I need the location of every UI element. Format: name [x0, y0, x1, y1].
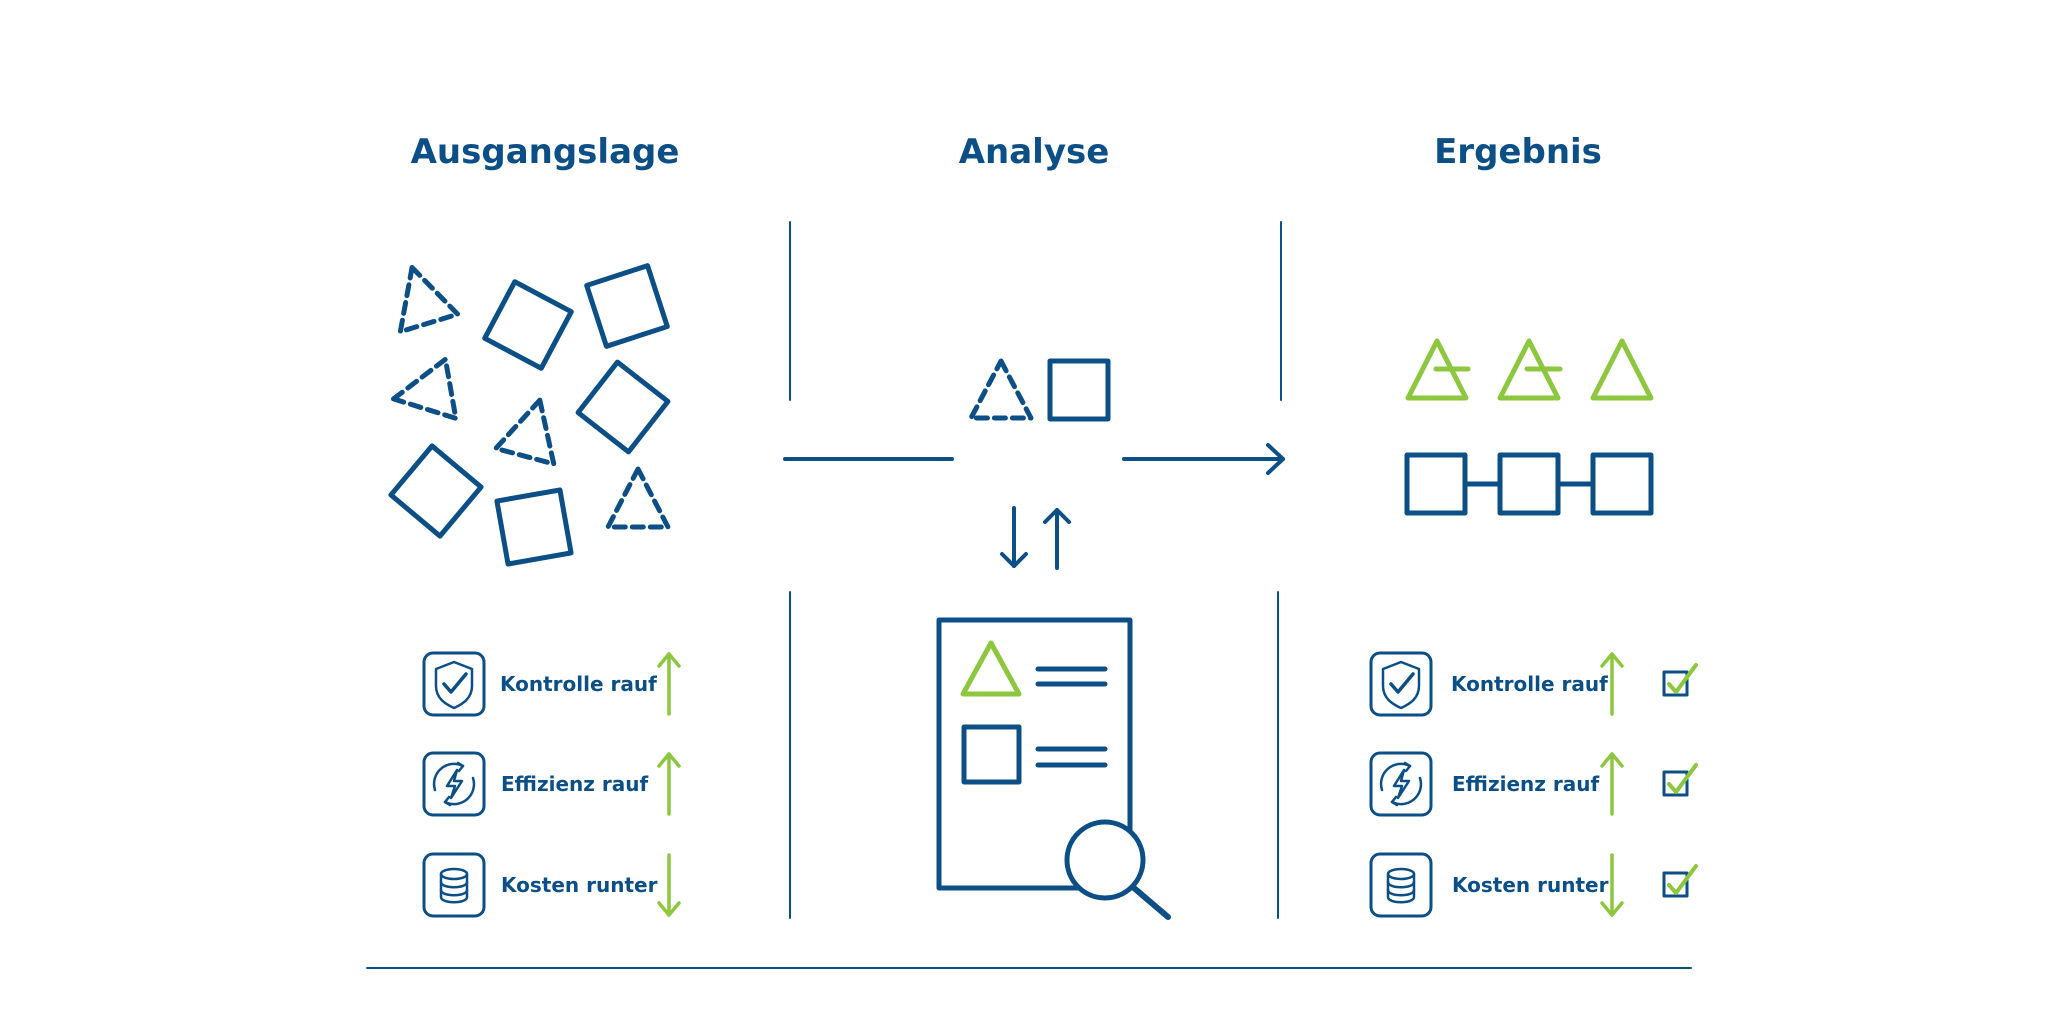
dashed-triangle-shape [397, 264, 461, 335]
heading-analyse: Analyse [958, 132, 1110, 172]
square-shape [584, 263, 670, 349]
square-shape [388, 443, 484, 539]
heading-ausgangslage: Ausgangslage [410, 132, 680, 172]
dashed-triangle-shape [493, 397, 557, 467]
square-shape [494, 487, 574, 567]
trend-down-arrow-icon [657, 853, 681, 917]
trend-up-arrow-icon [1600, 752, 1624, 816]
ordered-squares [1404, 452, 1654, 516]
heading-ergebnis: Ergebnis [1434, 132, 1602, 172]
metric-label-kosten-right: Kosten runter [1452, 873, 1609, 897]
column-dividers [789, 221, 1282, 919]
metric-label-kontrolle-left: Kontrolle rauf [500, 672, 657, 696]
trend-down-arrow-icon [1600, 853, 1624, 917]
metric-label-kontrolle-right: Kontrolle rauf [1451, 672, 1608, 696]
scattered-shapes [388, 263, 671, 567]
trend-up-arrow-icon [657, 752, 681, 816]
dashed-triangle-shape [605, 466, 671, 530]
metric-label-kosten-left: Kosten runter [501, 873, 658, 897]
shield-check-icon [1369, 651, 1433, 717]
square-shape [1047, 358, 1111, 422]
metric-label-effizienz-right: Effizienz rauf [1452, 772, 1600, 796]
shield-check-icon [422, 651, 486, 717]
trend-up-arrow-icon [1600, 652, 1624, 716]
checkbox-checked-icon [1662, 864, 1698, 898]
square-shape [482, 279, 574, 371]
document-magnifier-icon [936, 617, 1171, 920]
square-shape [575, 359, 671, 455]
flow-arrows [783, 443, 1285, 570]
lightning-cycle-icon [422, 751, 486, 817]
checkbox-checked-icon [1662, 663, 1698, 697]
ordered-triangles [1405, 338, 1654, 401]
database-icon [1369, 852, 1433, 918]
lightning-cycle-icon [1369, 751, 1433, 817]
dashed-triangle-shape [968, 358, 1034, 421]
dashed-triangle-shape [391, 356, 459, 421]
trend-up-arrow-icon [657, 652, 681, 716]
database-icon [422, 852, 486, 918]
analysis-shapes [968, 358, 1111, 422]
metric-label-effizienz-left: Effizienz rauf [501, 772, 649, 796]
checkbox-checked-icon [1662, 763, 1698, 797]
